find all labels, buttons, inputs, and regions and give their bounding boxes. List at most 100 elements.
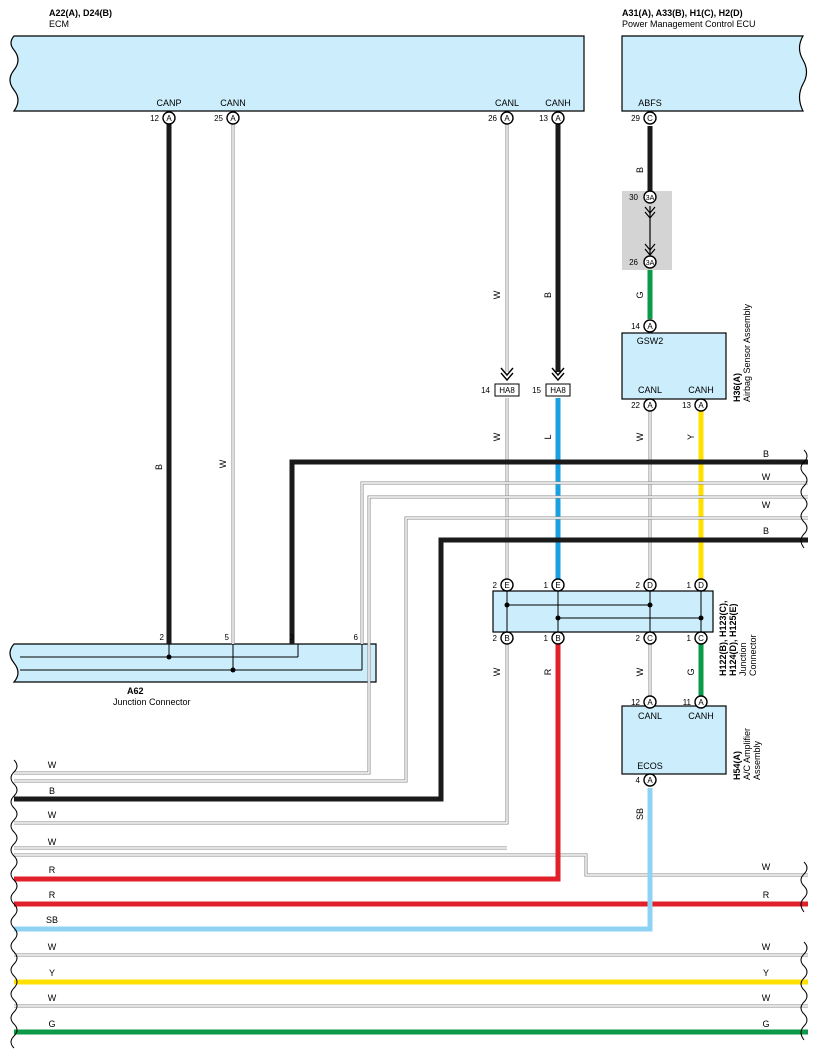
conn-letter-ab-13: A [698, 401, 704, 410]
conn-circle-ecm-25 [226, 111, 240, 125]
ha8-label-1: HA8 [499, 386, 515, 395]
wire-bus-w1-inner [361, 482, 808, 644]
wire-label-ecm-canl: W [492, 290, 502, 299]
conn-letter-ac-12: A [647, 698, 653, 707]
pin-ecm-25: 25 [214, 114, 223, 123]
ha8-pin-15: 15 [532, 386, 541, 395]
wire-label-left-g: G [48, 1019, 55, 1029]
wire-bus-b2 [14, 537, 808, 802]
conn-circle-3a-30 [643, 190, 657, 204]
ha8-pin-14: 14 [481, 386, 490, 395]
conn-letter-jc-d1: D [698, 581, 704, 590]
term-ecm-canl: CANL [495, 98, 519, 108]
ecm-code: A22(A), D24(B) [49, 8, 112, 18]
airbag-box [621, 332, 727, 400]
wire-label-canp: B [154, 464, 164, 470]
jc-node-1 [504, 602, 510, 608]
pin-3a-30: 30 [629, 193, 638, 202]
wire-label-jc-b2: W [492, 667, 502, 676]
wire-label-ha8-l: L [543, 434, 553, 439]
ac-box [621, 705, 727, 775]
wire-label-left-w2: W [48, 810, 57, 820]
jc-node-4 [698, 615, 704, 621]
ac-code: H54(A) [732, 751, 742, 780]
a62-code: A62 [127, 686, 144, 696]
junction-3a-arrow-top [644, 206, 656, 219]
conn-circle-jc-b2 [500, 631, 514, 645]
wire-label-jc-c2: W [635, 667, 645, 676]
wire-label-gsw2: G [635, 291, 645, 298]
term-ab-canh: CANH [688, 385, 714, 395]
jc-node-3 [555, 615, 561, 621]
pin-jc-d1: 1 [687, 581, 692, 590]
wire-bus-b-top [289, 459, 808, 644]
jc-internal [506, 591, 702, 632]
pin-ab-13: 13 [682, 401, 691, 410]
ha8-box-2 [545, 383, 571, 397]
ac-name-1: A/C Amplifier [742, 728, 752, 780]
wire-label-right-b1: B [763, 449, 769, 459]
wire-red-left [14, 644, 561, 882]
jc-code-1: H122(B), H123(C), [718, 600, 728, 676]
wire-label-jc-b1: R [543, 668, 553, 675]
pin-ecm-13: 13 [539, 114, 548, 123]
wire-label-left-r2: R [49, 890, 56, 900]
ha8-box-1 [494, 383, 520, 397]
conn-circle-jc-d1 [694, 578, 708, 592]
wire-label-left-y: Y [49, 968, 55, 978]
wire-w-875-inner [14, 854, 808, 876]
junction-3a-arrow-bottom [644, 243, 656, 256]
wire-label-left-w4: W [48, 942, 57, 952]
jc-code-2: H124(D), H125(E) [728, 603, 738, 676]
term-ecm-canh: CANH [545, 98, 571, 108]
a62-node-1 [166, 654, 172, 660]
wire-label-right-w2: W [762, 500, 771, 510]
pmc-code: A31(A), A33(B), H1(C), H2(D) [622, 8, 743, 18]
pin-3a-26: 26 [629, 258, 638, 267]
conn-letter-jc-b1: B [555, 634, 560, 643]
conn-letter-jc-e2: E [504, 581, 509, 590]
pin-jc-b1: 1 [544, 634, 549, 643]
a62-internal [20, 644, 363, 671]
wire-label-right-y: Y [763, 968, 769, 978]
conn-circle-ac-12 [643, 695, 657, 709]
airbag-code: H36(A) [732, 373, 742, 402]
conn-circle-jc-b1 [551, 631, 565, 645]
conn-circle-ecm-26 [500, 111, 514, 125]
wire-label-jc-c1: G [686, 668, 696, 675]
pin-a62-6: 6 [354, 633, 359, 642]
wire-label-right-w3: W [762, 862, 771, 872]
conn-circle-jc-e1 [551, 578, 565, 592]
conn-circle-3a-26 [643, 255, 657, 269]
airbag-name: Airbag Sensor Assembly [742, 303, 752, 402]
conn-circle-jc-d2 [643, 578, 657, 592]
pin-ab-14: 14 [631, 322, 640, 331]
pin-ac-4: 4 [636, 776, 641, 785]
conn-circle-jc-c1 [694, 631, 708, 645]
wire-bus-w2-inner [14, 496, 808, 774]
wire-label-right-b2: B [763, 526, 769, 536]
pin-pmc-29: 29 [631, 114, 640, 123]
conn-letter-ecm-13: A [555, 114, 561, 123]
break-marks [10, 449, 808, 1049]
term-ac-canh: CANH [688, 711, 714, 721]
wire-label-right-g: G [762, 1019, 769, 1029]
pin-a62-2: 2 [160, 633, 165, 642]
jc-name-1: Junction [738, 642, 748, 676]
conn-circle-ab-22 [643, 398, 657, 412]
conn-letter-3a-30: 3A [646, 195, 655, 202]
pin-jc-d2: 2 [636, 581, 641, 590]
conn-letter-ecm-26: A [504, 114, 510, 123]
a62-node-2 [230, 667, 236, 673]
term-ab-canl: CANL [638, 385, 662, 395]
pin-jc-b2: 2 [493, 634, 498, 643]
pin-ac-11: 11 [683, 698, 692, 707]
wire-label-right-w5: W [762, 993, 771, 1003]
ha8-arrow-2 [551, 367, 565, 382]
pin-jc-c2: 2 [636, 634, 641, 643]
pin-ab-22: 22 [631, 401, 640, 410]
conn-circle-jc-c2 [643, 631, 657, 645]
ha8-label-2: HA8 [550, 386, 566, 395]
wire-label-abfs: B [635, 167, 645, 173]
